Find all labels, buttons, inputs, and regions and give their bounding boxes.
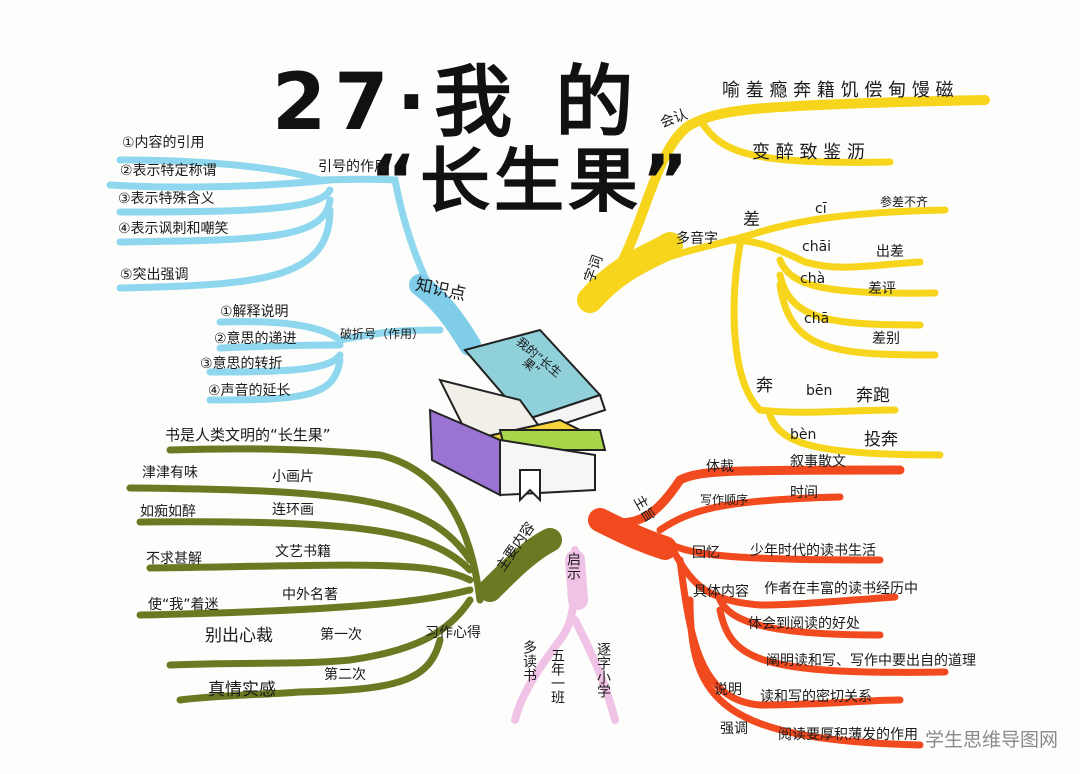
reading-left-2: 如痴如醉 bbox=[140, 504, 196, 520]
qiangdiao-label: 强调 bbox=[720, 721, 748, 737]
cha-char: 差 bbox=[743, 210, 760, 230]
shuoming-label: 说明 bbox=[714, 682, 742, 698]
reading-left-3: 不求甚解 bbox=[146, 551, 202, 567]
reading-left-1: 津津有味 bbox=[142, 465, 198, 481]
quote-item-5: ⑤突出强调 bbox=[120, 267, 189, 283]
cha-pinyin-1: cī bbox=[815, 201, 827, 217]
quote-item-2: ②表示特定称谓 bbox=[120, 163, 217, 179]
ben-pinyin-1: bēn bbox=[806, 383, 833, 399]
ben-word-2: 投奔 bbox=[864, 430, 898, 450]
quote-usage-label: 引号的作用 bbox=[318, 159, 388, 175]
ben-word-1: 奔跑 bbox=[856, 386, 890, 406]
dash-item-1: ①解释说明 bbox=[220, 304, 289, 320]
content-item-2: 体会到阅读的好处 bbox=[748, 616, 860, 632]
quote-item-3: ③表示特殊含义 bbox=[118, 191, 215, 207]
recall-label: 回忆 bbox=[692, 545, 720, 561]
pink-item-2: 五年一班 bbox=[549, 648, 565, 704]
cha-pinyin-4: chā bbox=[804, 311, 830, 327]
ben-char: 奔 bbox=[756, 376, 773, 396]
dash-item-4: ④声音的延长 bbox=[208, 383, 291, 399]
writing-label: 习作心得 bbox=[425, 625, 481, 641]
shuoming-value: 读和写的密切关系 bbox=[760, 689, 872, 705]
lesson-title-line2: “长生果” bbox=[370, 140, 693, 222]
pink-root-label: 启示 bbox=[565, 552, 581, 580]
dash-item-3: ③意思的转折 bbox=[200, 356, 283, 372]
book-stack-illustration bbox=[428, 328, 607, 503]
yellow-branch bbox=[577, 95, 990, 459]
green-branch bbox=[126, 445, 562, 704]
pink-item-3: 逐字小学 bbox=[595, 642, 611, 698]
cha-word-3: 差评 bbox=[868, 281, 896, 297]
blue-branch bbox=[106, 156, 481, 404]
writing-right-1: 第一次 bbox=[320, 627, 362, 643]
cha-word-4: 差别 bbox=[872, 331, 900, 347]
duoyin-label: 多音字 bbox=[676, 231, 718, 247]
reading-right-4: 中外名著 bbox=[282, 587, 338, 603]
site-watermark: 学生思维导图网 bbox=[924, 729, 1058, 751]
qiangdiao-value: 阅读要厚积薄发的作用 bbox=[778, 727, 918, 743]
quote-item-4: ④表示讽刺和嘲笑 bbox=[118, 221, 229, 237]
quote-item-1: ①内容的引用 bbox=[122, 135, 205, 151]
writing-right-2: 第二次 bbox=[324, 667, 366, 683]
genre-value: 叙事散文 bbox=[790, 454, 846, 470]
reading-right-3: 文艺书籍 bbox=[275, 544, 331, 560]
reading-right-1: 小画片 bbox=[272, 469, 314, 485]
content-item-1: 作者在丰富的读书经历中 bbox=[764, 581, 918, 597]
cha-pinyin-2: chāi bbox=[802, 239, 832, 255]
huiren-row-1: 喻 羞 瘾 奔 籍 饥 偿 甸 馒 磁 bbox=[722, 80, 954, 101]
pink-item-1: 多读书 bbox=[521, 640, 537, 682]
dash-usage-label: 破折号（作用） bbox=[340, 327, 425, 341]
reading-left-4: 使“我”着迷 bbox=[148, 597, 219, 613]
lesson-title-line1: 27·我 的 bbox=[272, 58, 642, 148]
cha-pinyin-3: chà bbox=[800, 271, 826, 287]
red-branch bbox=[588, 465, 949, 749]
green-top-statement: 书是人类文明的“长生果” bbox=[165, 426, 331, 444]
pink-branch bbox=[511, 546, 619, 724]
genre-label: 体裁 bbox=[706, 459, 734, 475]
writing-left-1: 别出心裁 bbox=[205, 626, 273, 646]
reading-right-2: 连环画 bbox=[272, 502, 314, 518]
huiren-row-2: 变 醉 致 鉴 沥 bbox=[752, 142, 865, 163]
ben-pinyin-2: bèn bbox=[790, 427, 817, 443]
cha-word-1: 参差不齐 bbox=[880, 195, 929, 209]
cha-word-2: 出差 bbox=[876, 244, 904, 260]
dash-item-2: ②意思的递进 bbox=[214, 331, 297, 347]
content-item-3: 阐明读和写、写作中要出自的道理 bbox=[766, 653, 976, 669]
order-value: 时间 bbox=[790, 485, 818, 501]
order-label: 写作顺序 bbox=[700, 493, 749, 507]
recall-value: 少年时代的读书生活 bbox=[750, 543, 876, 559]
content-label: 具体内容 bbox=[693, 584, 749, 600]
writing-left-2: 真情实感 bbox=[208, 680, 276, 700]
